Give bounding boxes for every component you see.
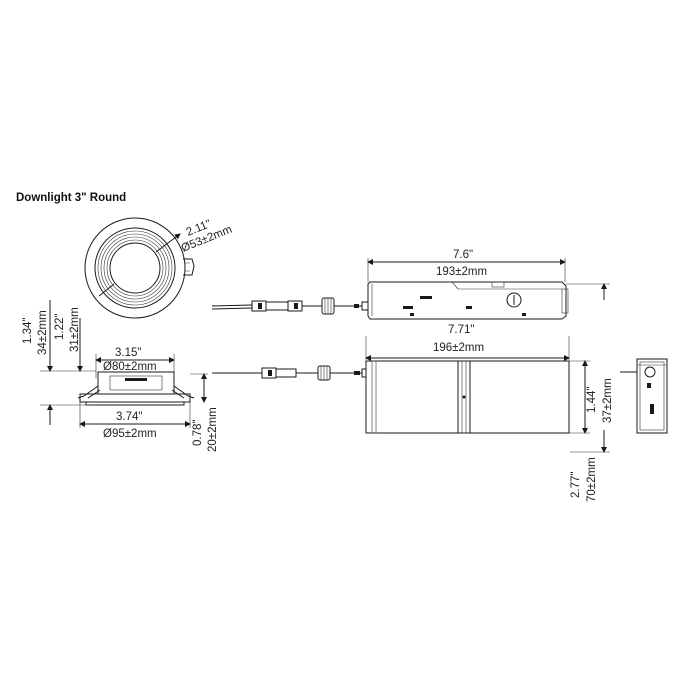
driver-end-view <box>620 358 668 434</box>
driver-width-inch-label: 2.77" <box>570 472 582 498</box>
driver-height-inch-label: 1.44" <box>586 387 598 413</box>
trim-top-view <box>84 217 195 319</box>
driver-front-mm-label: 196±2mm <box>433 342 484 354</box>
side-flange-inch-label: 0.78" <box>192 420 204 446</box>
driver-front-inch-label: 7.71" <box>448 324 474 336</box>
driver-height-mm-label: 37±2mm <box>602 378 614 423</box>
side-height-body-inch-label: 1.22" <box>54 314 66 340</box>
side-bottom-mm-label: Ø95±2mm <box>103 428 157 440</box>
driver-top-inch-label: 7.6" <box>453 249 473 261</box>
side-height-body-mm-label: 31±2mm <box>69 307 81 352</box>
driver-width-mm-label: 70±2mm <box>586 457 598 502</box>
downlight-side-view <box>40 300 208 428</box>
drawing-title: Downlight 3" Round <box>16 192 126 204</box>
side-top-mm-label: Ø80±2mm <box>103 361 157 373</box>
side-height-total-mm-label: 34±2mm <box>37 310 49 355</box>
driver-top-view <box>211 258 569 320</box>
driver-front-view <box>212 283 610 453</box>
side-height-total-inch-label: 1.34" <box>22 318 34 344</box>
side-flange-mm-label: 20±2mm <box>207 407 219 452</box>
side-top-inch-label: 3.15" <box>115 347 141 359</box>
side-bottom-inch-label: 3.74" <box>116 411 142 423</box>
driver-top-mm-label: 193±2mm <box>436 266 487 278</box>
